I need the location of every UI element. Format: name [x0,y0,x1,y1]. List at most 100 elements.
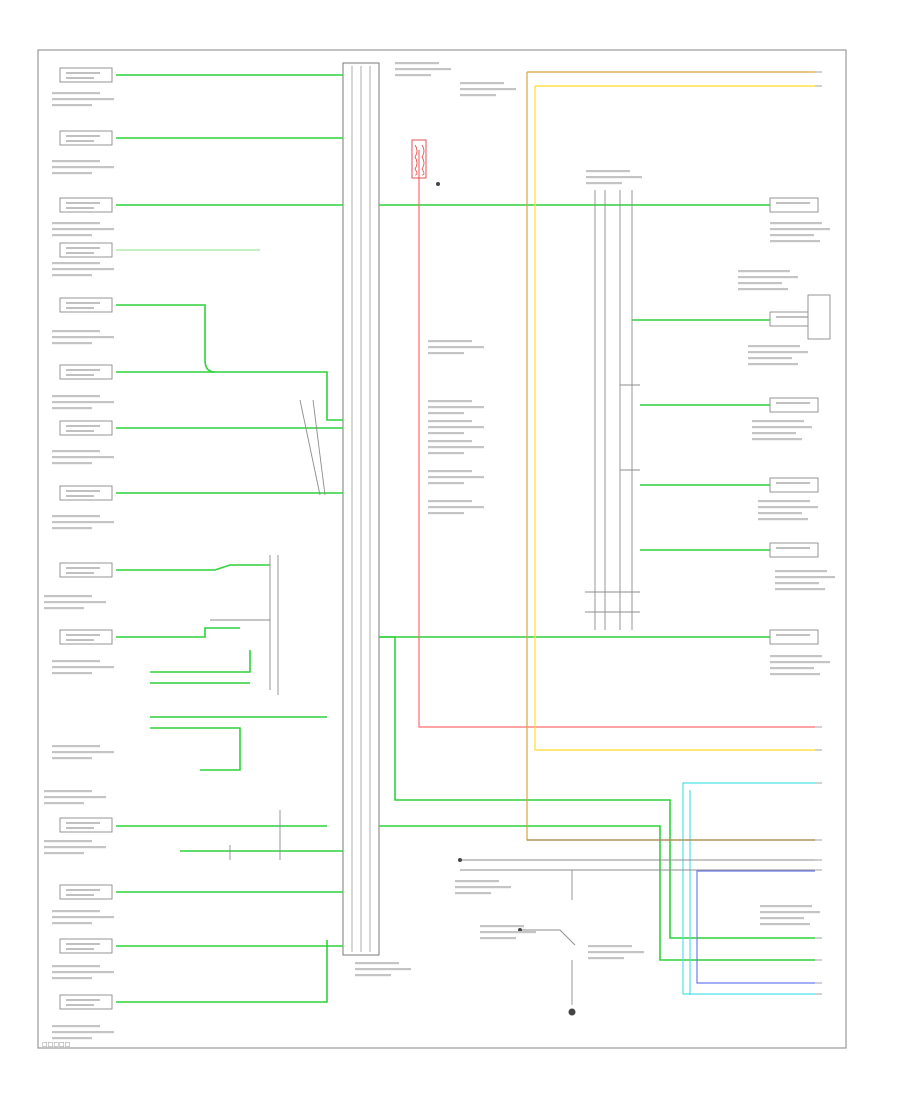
connector-box [59,297,113,313]
right-label-text [748,345,800,348]
right-label-text [758,500,810,503]
diagram-frame [37,49,847,1049]
right-label-text [758,506,818,509]
left-label-text [52,1031,114,1034]
left-label-text [52,922,92,925]
center-label-text [428,482,464,485]
grey-bus-right [585,190,640,630]
center-label-text [355,974,391,977]
center-label-text [480,937,516,940]
left-label-text [52,407,92,410]
center-label-text [428,476,484,479]
center-label-text [455,880,499,883]
center-label-text [428,440,472,443]
center-label-text [480,925,524,928]
right-label-text [770,240,820,243]
left-label-text [44,607,84,610]
left-connectors [59,67,113,1010]
center-label-text [586,182,622,185]
right-label-text [752,420,804,423]
connector-box [59,242,113,258]
left-label-text [52,527,92,530]
right-label-text [748,357,792,360]
right-label-text [738,270,790,273]
left-label-text [52,104,92,107]
center-label-text [588,945,632,948]
center-label-text [395,68,451,71]
center-label-text [395,62,439,65]
left-label-text [44,601,106,604]
left-label-blocks [44,92,114,1040]
right-label-text [738,276,798,279]
center-label-text [355,962,399,965]
left-label-text [52,450,100,453]
right-label-text [770,234,814,237]
center-label-text [586,170,630,173]
left-label-text [52,342,92,345]
yellow-wire [534,85,815,751]
left-label-text [52,172,92,175]
right-label-text [758,518,808,521]
center-label-text [428,506,484,509]
center-label-text [428,512,464,515]
connector-box [59,197,113,213]
harness-splice-pack [342,62,380,956]
right-label-text [770,228,830,231]
blue-wire [696,870,815,984]
connector-box [59,67,113,83]
left-label-text [52,234,92,237]
center-label-text [588,951,644,954]
connector-box [59,884,113,900]
connector-box [59,130,113,146]
connector-box [769,197,819,213]
right-label-text [770,661,830,664]
left-label-text [52,1037,92,1040]
left-label-text [52,965,100,968]
green-wires-left [116,74,343,1003]
right-label-text [752,426,812,429]
left-label-text [52,660,100,663]
right-label-text [775,588,825,591]
center-label-text [428,452,464,455]
left-label-text [52,160,100,163]
left-label-text [44,595,92,598]
center-label-blocks [355,62,644,977]
left-label-text [52,401,114,404]
center-label-text [460,82,504,85]
left-label-text [52,977,92,980]
left-label-text [52,98,114,101]
right-label-text [738,288,788,291]
center-label-text [428,406,484,409]
right-label-text [748,351,808,354]
left-label-text [52,745,100,748]
right-label-text [775,576,835,579]
right-connectors [769,197,831,645]
grey-wires-left [210,399,326,860]
left-label-text [52,268,114,271]
connector-box [59,938,113,954]
right-label-text [748,363,798,366]
right-label-text [770,667,814,670]
left-label-text [52,222,100,225]
left-label-text [44,840,92,843]
center-label-text [395,74,431,77]
right-label-text [770,673,820,676]
right-label-text [752,438,802,441]
left-label-text [52,92,100,95]
connector-box [769,542,819,558]
connector-box [59,817,113,833]
left-label-text [52,971,114,974]
center-label-text [428,420,472,423]
left-label-text [52,515,100,518]
right-label-text [758,512,802,515]
center-label-text [455,892,491,895]
connector-box [59,994,113,1010]
connector-box [769,629,819,645]
left-label-text [52,456,114,459]
connector-box [769,397,819,413]
left-label-text [52,336,114,339]
right-label-text [770,655,822,658]
left-label-text [52,330,100,333]
left-label-text [44,852,84,855]
